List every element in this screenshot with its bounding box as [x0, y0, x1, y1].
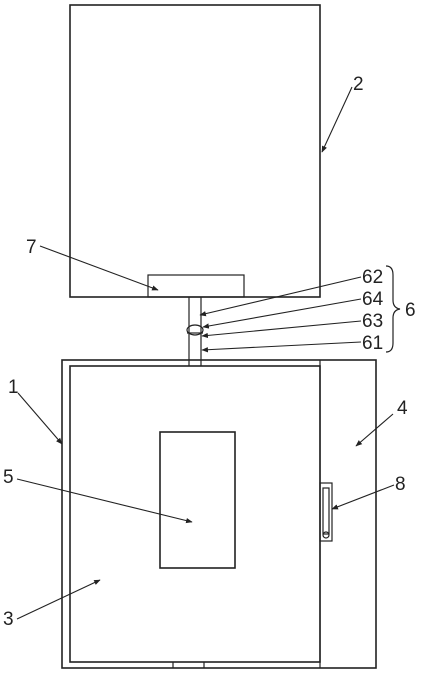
- leader-63: [201, 320, 362, 339]
- leader-2: [321, 86, 353, 153]
- plate: [147, 274, 245, 298]
- label-63: 63: [362, 311, 383, 332]
- label-1: 1: [8, 377, 19, 398]
- leader-4: [355, 413, 394, 447]
- label-6: 6: [405, 300, 416, 321]
- handle: [319, 482, 333, 542]
- leader-62: [199, 276, 362, 317]
- frame-outer: [61, 359, 377, 669]
- label-62: 62: [362, 267, 383, 288]
- connector-ring: [186, 324, 204, 336]
- leader-3: [16, 579, 101, 620]
- lower-box: [69, 365, 321, 663]
- label-61: 61: [362, 333, 383, 354]
- label-4: 4: [397, 398, 408, 419]
- label-8: 8: [395, 474, 406, 495]
- leader-1: [17, 392, 63, 445]
- connector-assembly: [186, 297, 204, 366]
- label-2: 2: [353, 74, 364, 95]
- leader-7: [39, 245, 159, 291]
- label-3: 3: [3, 609, 14, 630]
- group-brace: [385, 265, 401, 353]
- label-7: 7: [26, 237, 37, 258]
- label-64: 64: [362, 289, 384, 310]
- window: [159, 431, 236, 569]
- leader-5: [16, 478, 193, 524]
- label-5: 5: [3, 467, 14, 488]
- leader-64: [202, 298, 362, 329]
- upper-box: [69, 4, 321, 298]
- leader-8: [331, 484, 395, 510]
- leader-61: [201, 341, 362, 353]
